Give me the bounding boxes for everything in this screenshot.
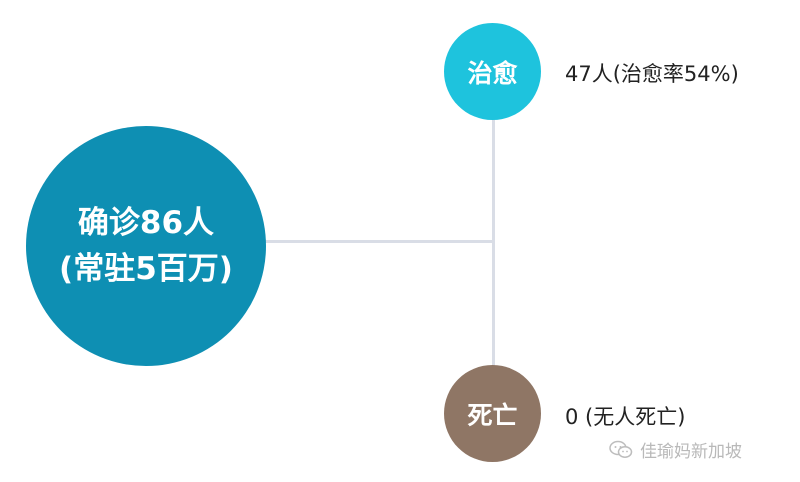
confirmed-cases-circle: 确诊86人 (常驻5百万) [26,126,266,366]
recovered-circle: 治愈 [444,23,541,120]
recovered-detail: 47人(治愈率54%) [565,62,739,86]
connector-vertical [492,118,495,378]
resident-population-label: (常驻5百万) [59,251,233,287]
wechat-icon [609,440,633,460]
confirmed-cases-label: 确诊86人 [77,205,215,241]
death-detail: 0 (无人死亡) [565,405,686,429]
watermark-text: 佳瑜妈新加坡 [640,442,742,462]
recovered-circle-label: 治愈 [467,58,518,88]
death-circle: 死亡 [444,365,541,462]
watermark: 佳瑜妈新加坡 [609,437,742,462]
death-circle-label: 死亡 [467,400,518,430]
connector-horizontal [265,240,495,243]
